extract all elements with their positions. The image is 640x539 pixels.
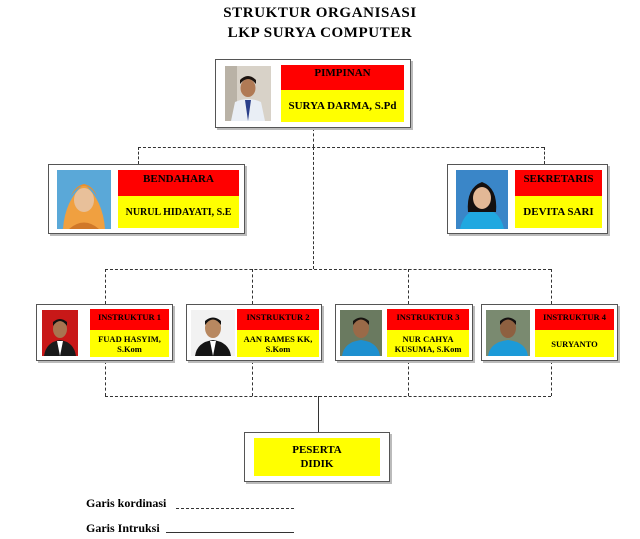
bendahara-photo	[57, 170, 111, 229]
instruktur-3-box: INSTRUKTUR 3 NUR CAHYA KUSUMA, S.Kom	[335, 304, 473, 361]
chart-subtitle: LKP SURYA COMPUTER	[227, 25, 413, 41]
connector-staff-bar	[138, 147, 544, 148]
peserta-line1: PESERTA	[292, 444, 342, 456]
connector-center-down	[313, 147, 314, 269]
instruktur-4-name: SURYANTO	[535, 330, 614, 357]
legend-instruksi-line	[166, 532, 294, 533]
connector-instruktur-bar	[105, 269, 551, 270]
peserta-label: PESERTA DIDIK	[254, 438, 380, 476]
connector-instruktur-3-down	[408, 361, 409, 396]
legend-koordinasi-line	[176, 508, 294, 509]
connector-instruktur-1	[105, 269, 106, 304]
instruktur-2-box: INSTRUKTUR 2 AAN RAMES KK, S.Kom	[186, 304, 322, 361]
connector-peserta	[318, 396, 319, 432]
instruktur-1-name: FUAD HASYIM, S.Kom	[90, 330, 169, 357]
instruktur-2-name: AAN RAMES KK, S.Kom	[237, 330, 319, 357]
peserta-line2: DIDIK	[300, 458, 334, 470]
legend-instruksi-label: Garis Intruksi	[86, 521, 160, 535]
connector-instruktur-4-down	[551, 361, 552, 396]
connector-bendahara	[138, 147, 139, 164]
connector-instruktur-3	[408, 269, 409, 304]
bendahara-box: BENDAHARA NURUL HIDAYATI, S.E	[48, 164, 245, 234]
chart-title: STRUKTUR ORGANISASI	[223, 5, 417, 21]
bendahara-name: NURUL HIDAYATI, S.E	[118, 196, 239, 228]
pimpinan-role: PIMPINAN	[281, 65, 404, 90]
connector-sekretaris	[544, 147, 545, 164]
connector-instruktur-1-down	[105, 361, 106, 396]
instruktur-2-role: INSTRUKTUR 2	[237, 309, 319, 330]
instruktur-4-box: INSTRUKTUR 4 SURYANTO	[481, 304, 618, 361]
legend-koordinasi-label: Garis kordinasi	[86, 496, 167, 510]
connector-instruktur-4	[551, 269, 552, 304]
sekretaris-role: SEKRETARIS	[515, 170, 602, 196]
instruktur-4-photo	[486, 310, 530, 356]
instruktur-4-role: INSTRUKTUR 4	[535, 309, 614, 330]
instruktur-3-photo	[340, 310, 382, 356]
sekretaris-photo	[456, 170, 508, 229]
connector-instruktur-2-down	[252, 361, 253, 396]
pimpinan-name: SURYA DARMA, S.Pd	[281, 90, 404, 122]
instruktur-1-box: INSTRUKTUR 1 FUAD HASYIM, S.Kom	[36, 304, 173, 361]
instruktur-1-photo	[42, 310, 78, 356]
peserta-box: PESERTA DIDIK	[244, 432, 390, 482]
pimpinan-box: PIMPINAN SURYA DARMA, S.Pd	[215, 59, 411, 128]
connector-pimpinan-down	[313, 128, 314, 147]
pimpinan-photo	[225, 66, 271, 121]
sekretaris-box: SEKRETARIS DEVITA SARI	[447, 164, 608, 234]
instruktur-3-name: NUR CAHYA KUSUMA, S.Kom	[387, 330, 469, 357]
instruktur-2-photo	[191, 310, 235, 356]
connector-instruktur-2	[252, 269, 253, 304]
bendahara-role: BENDAHARA	[118, 170, 239, 196]
instruktur-1-role: INSTRUKTUR 1	[90, 309, 169, 330]
connector-peserta-bar	[105, 396, 551, 397]
sekretaris-name: DEVITA SARI	[515, 196, 602, 228]
instruktur-3-role: INSTRUKTUR 3	[387, 309, 469, 330]
